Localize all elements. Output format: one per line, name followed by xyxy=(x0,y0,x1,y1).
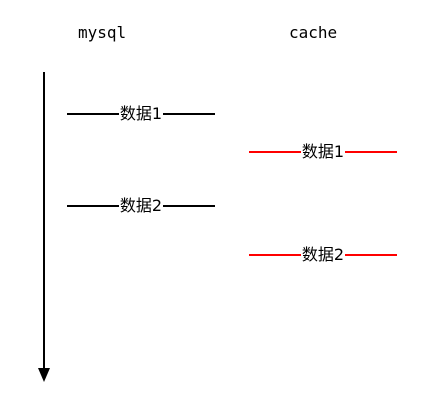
cache-event-1: 数据1 xyxy=(249,142,397,162)
time-axis-arrow-icon xyxy=(38,368,50,382)
time-axis-line xyxy=(43,72,45,368)
mysql-event-2: 数据2 xyxy=(67,196,215,216)
mysql-event-1-line-left xyxy=(67,113,119,115)
cache-event-2-line-right xyxy=(345,254,397,256)
cache-event-2-line-left xyxy=(249,254,301,256)
cache-column-title: cache xyxy=(289,23,338,42)
mysql-event-2-line-left xyxy=(67,205,119,207)
cache-event-2-label: 数据2 xyxy=(301,245,345,264)
mysql-event-2-label: 数据2 xyxy=(119,196,163,215)
cache-event-1-line-left xyxy=(249,151,301,153)
mysql-column-title: mysql xyxy=(78,23,127,42)
mysql-event-1-line-right xyxy=(163,113,215,115)
cache-event-1-line-right xyxy=(345,151,397,153)
mysql-event-1: 数据1 xyxy=(67,104,215,124)
mysql-event-2-line-right xyxy=(163,205,215,207)
mysql-event-1-label: 数据1 xyxy=(119,104,163,123)
cache-event-2: 数据2 xyxy=(249,245,397,265)
cache-event-1-label: 数据1 xyxy=(301,142,345,161)
